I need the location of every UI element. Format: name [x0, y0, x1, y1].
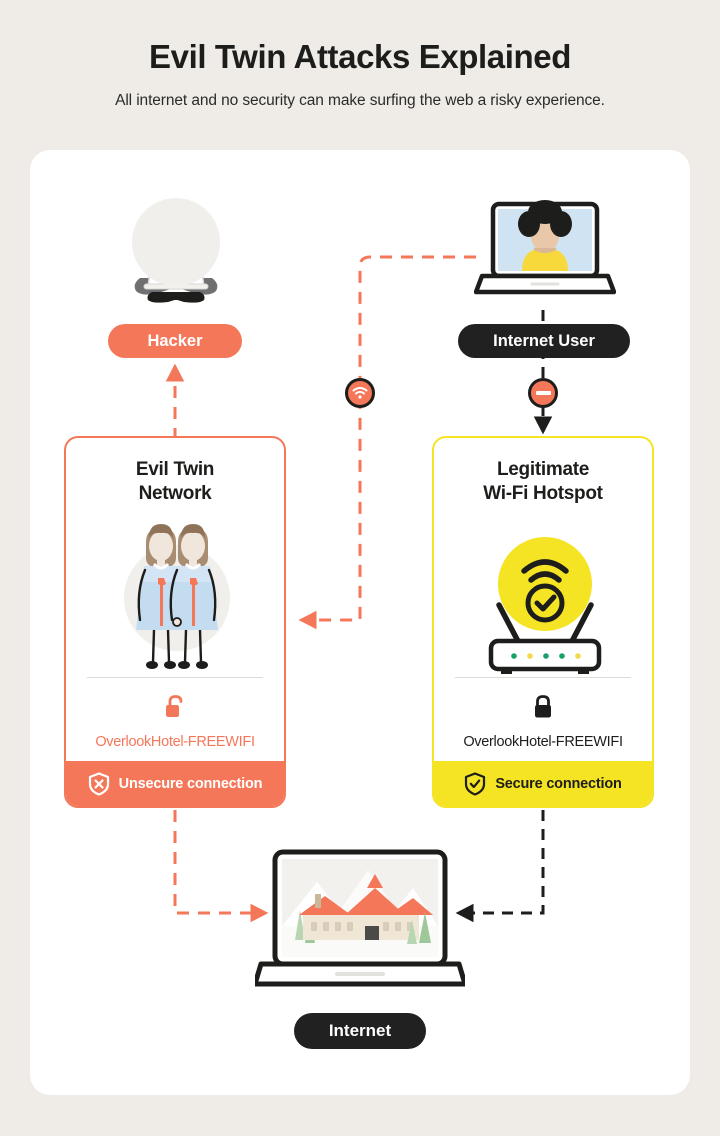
hacker-label: Hacker [147, 331, 203, 350]
card-legitimate-wifi-hotspot: Legitimate Wi-Fi Hotspot [432, 436, 654, 808]
legit-ssid: OverlookHotel-FREEWIFI [463, 734, 623, 750]
internet-user-label: Internet User [493, 331, 595, 350]
card-evil-twin-title: Evil Twin Network [66, 458, 284, 506]
internet-label-pill: Internet [294, 1013, 426, 1049]
card-legit-title: Legitimate Wi-Fi Hotspot [434, 458, 652, 506]
legit-status-bar: Secure connection [434, 761, 652, 806]
unlocked-padlock-icon [166, 695, 183, 717]
twin-girls-icon [124, 523, 230, 669]
evil-twin-ssid: OverlookHotel-FREEWIFI [95, 734, 255, 750]
wifi-router-icon [488, 536, 602, 674]
card-evil-twin-title-line1: Evil Twin [135, 459, 215, 480]
legit-ssid-row: OverlookHotel-FREEWIFI [434, 694, 652, 750]
shield-check-icon [465, 771, 486, 796]
blocked-badge [528, 378, 558, 408]
wifi-intercept-badge [345, 378, 375, 408]
legit-status-label: Secure connection [495, 775, 622, 792]
page-subtitle: All internet and no security can make su… [115, 91, 605, 109]
hacker-label-pill: Hacker [108, 324, 242, 358]
hacker-backdrop [132, 198, 220, 286]
card-evil-twin-title-line2: Network [138, 482, 212, 504]
internet-illustration [252, 848, 468, 1003]
user-laptop-icon [473, 200, 617, 295]
legit-hotspot-art [434, 512, 652, 677]
shield-x-icon [88, 771, 109, 796]
legit-divider [455, 676, 631, 678]
evil-twin-art [66, 512, 284, 677]
evil-twin-status-bar: Unsecure connection [66, 761, 284, 806]
wifi-signal-icon [352, 387, 368, 399]
evil-twin-divider [87, 676, 263, 678]
locked-padlock-icon [535, 695, 551, 718]
no-entry-icon [535, 391, 551, 395]
internet-label: Internet [328, 1021, 392, 1040]
card-evil-twin-network: Evil Twin Network [64, 436, 286, 808]
evil-twin-ssid-row: OverlookHotel-FREEWIFI [66, 694, 284, 750]
card-legit-title-line2: Wi-Fi Hotspot [483, 482, 603, 504]
header: Evil Twin Attacks Explained All internet… [0, 0, 720, 110]
internet-laptop-icon [252, 849, 468, 987]
internet-user-illustration [473, 198, 617, 306]
page-title: Evil Twin Attacks Explained [149, 38, 571, 75]
card-legit-title-line1: Legitimate [496, 459, 590, 480]
internet-user-label-pill: Internet User [458, 324, 630, 358]
evil-twin-status-label: Unsecure connection [118, 775, 263, 792]
hacker-illustration [122, 192, 230, 312]
